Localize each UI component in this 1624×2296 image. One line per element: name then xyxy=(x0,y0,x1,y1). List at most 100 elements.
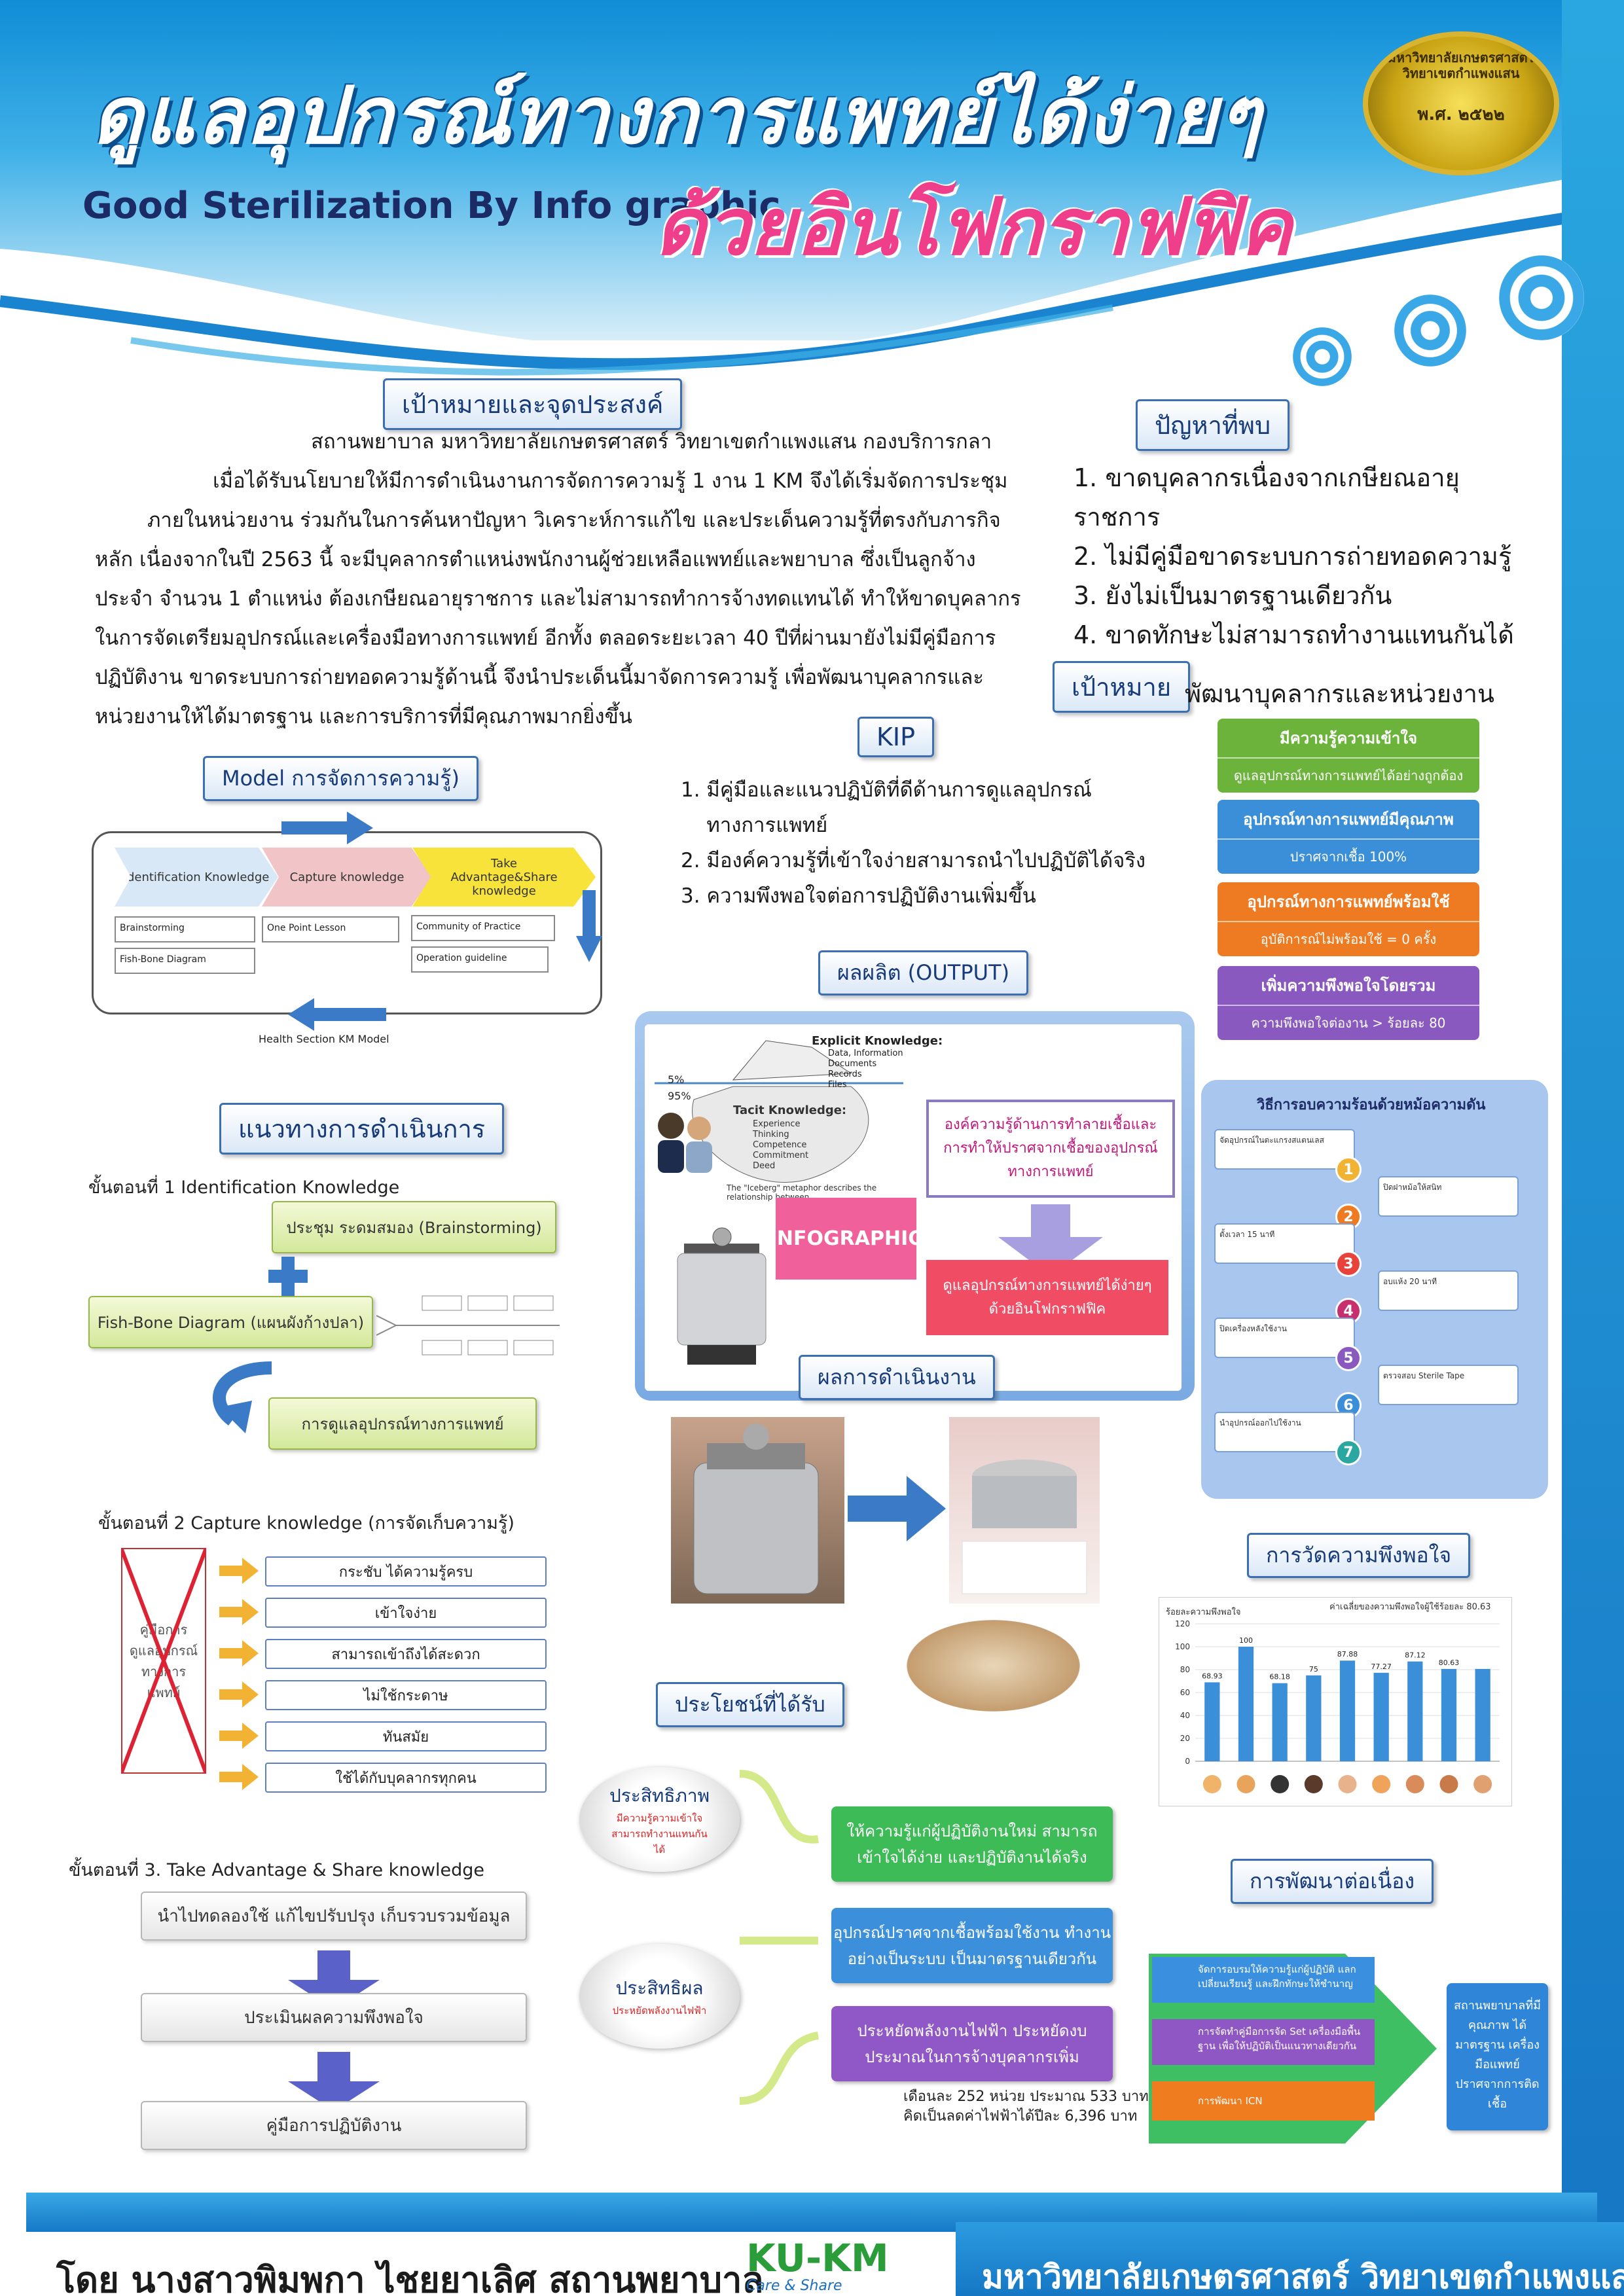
problem-item: 2. ไม่มีคู่มือขาดระบบการถ่ายทอดความรู้ xyxy=(1074,542,1512,571)
fishbone-diagram xyxy=(376,1295,560,1355)
explicit-item: Records xyxy=(828,1069,862,1079)
km-cell: One Point Lesson xyxy=(262,916,399,942)
km-cell: Fish-Bone Diagram xyxy=(115,948,255,974)
respondent-face-icon xyxy=(1338,1775,1357,1793)
arrow-right-icon xyxy=(219,1599,259,1625)
university-seal: มหาวิทยาลัยเกษตรศาสตร์ วิทยาเขตกำแพงแสน … xyxy=(1363,31,1559,175)
model-heading: Model การจัดการความรู้) xyxy=(203,756,478,801)
steam-step-number: 7 xyxy=(1335,1439,1362,1465)
goal-box: อุปกรณ์ทางการแพทย์มีคุณภาพปราศจากเชื้อ 1… xyxy=(1218,800,1479,874)
header-wave xyxy=(0,170,1624,393)
respondent-face-icon xyxy=(1372,1775,1391,1793)
objective-line: ประจำ จำนวน 1 ตำแหน่ง ต้องเกษียณอายุราชก… xyxy=(95,587,1021,611)
chart-ytick-label: 0 xyxy=(1185,1757,1190,1766)
tacit-item: Experience xyxy=(753,1119,801,1129)
capture-criteria-item: ใช้ได้กับบุคลากรทุกคน xyxy=(265,1763,547,1793)
goal-box-text: อุบัติการณ์ไม่พร้อมใช้ = 0 ครั้ง xyxy=(1260,931,1437,947)
respondent-face-icon xyxy=(1202,1775,1221,1793)
autoclave-photo-icon xyxy=(693,1424,819,1594)
km-cell: Operation guideline xyxy=(411,946,549,973)
tacit-item: Competence xyxy=(753,1140,807,1150)
chart-data-label: 68.18 xyxy=(1269,1673,1290,1681)
kip-item: 1. มีคู่มือและแนวปฏิบัติที่ดีด้านการดูแล… xyxy=(681,778,1092,802)
chart-data-label: 75 xyxy=(1309,1665,1318,1674)
result-box: ดูแลอุปกรณ์ทางการแพทย์ได้ง่ายๆ ด้วยอินโฟ… xyxy=(926,1260,1168,1335)
objective-line: ปฏิบัติงาน ขาดระบบการถ่ายทอดความรู้ด้านน… xyxy=(95,666,984,689)
arrow-right-icon xyxy=(219,1681,259,1708)
respondent-face-icon xyxy=(1236,1775,1255,1793)
arrow-right-icon xyxy=(281,812,373,844)
decor-circle-2 xyxy=(1394,295,1466,367)
capture-criteria-item: ทันสมัย xyxy=(265,1721,547,1751)
decor-circle-3 xyxy=(1293,327,1352,386)
step-3-box-2: ประเมินผลความพึงพอใจ xyxy=(141,1993,527,2042)
objective-line: เมื่อได้รับนโยบายให้มีการดำเนินงานการจัด… xyxy=(213,469,1008,493)
explicit-item: Documents xyxy=(828,1059,877,1069)
km-cell: Community of Practice xyxy=(411,915,555,941)
objective-heading: เป้าหมายและจุดประสงค์ xyxy=(383,378,683,430)
goal-box-text: ดูแลอุปกรณ์ทางการแพทย์ได้อย่างถูกต้อง xyxy=(1233,768,1464,783)
chart-ytick-label: 100 xyxy=(1175,1642,1190,1651)
sterile-tape-photo xyxy=(907,1620,1080,1712)
tacit-item: Commitment xyxy=(753,1151,809,1160)
saving-line-2: คิดเป็นลดค่าไฟฟ้าได้ปีละ 6,396 บาท xyxy=(903,2108,1138,2125)
development-item-2: การจัดทำคู่มือการจัด Set เครื่องมือพื้นฐ… xyxy=(1152,2019,1375,2065)
goal-box-title: เพิ่มความพึงพอใจโดยรวม xyxy=(1218,966,1479,1006)
chart-data-label: 100 xyxy=(1239,1636,1253,1645)
seal-year: พ.ศ. ๒๕๒๒ xyxy=(1417,105,1505,124)
poster-title-2: ด้วยอินโฟกราฟฟิค xyxy=(655,181,1292,273)
efficiency-title: ประสิทธิภาพ xyxy=(609,1785,710,1806)
approach-heading: แนวทางการดำเนินการ xyxy=(219,1103,505,1155)
kip-item: ทางการแพทย์ xyxy=(681,814,828,837)
chart-bar xyxy=(1306,1675,1322,1761)
poster-title: ดูแลอุปกรณ์ทางการแพทย์ได้ง่ายๆ xyxy=(92,69,1262,162)
capture-criteria-item: ไม่ใช้กระดาษ xyxy=(265,1680,547,1710)
steam-step-card: ตรวจสอบ Sterile Tape xyxy=(1378,1365,1519,1405)
infographic-label: INFOGRAPHIC xyxy=(770,1198,922,1280)
goal-box: มีความรู้ความเข้าใจดูแลอุปกรณ์ทางการแพทย… xyxy=(1218,719,1479,793)
respondent-face-icon xyxy=(1271,1775,1290,1793)
footer-bar xyxy=(956,2222,1624,2296)
step-3-box-1: นำไปทดลองใช้ แก้ไขปรับปรุง เก็บรวบรวมข้อ… xyxy=(141,1892,527,1941)
output-heading: ผลผลิต (OUTPUT) xyxy=(818,950,1029,996)
chart-bar xyxy=(1373,1672,1389,1761)
chart-bar xyxy=(1204,1682,1220,1761)
efficiency-text: มีความรู้ความเข้าใจ สามารถทำงานแทนกันได้ xyxy=(611,1812,708,1856)
capture-criteria-item: เข้าใจง่าย xyxy=(265,1598,547,1628)
capture-criteria-item: กระชับ ได้ความรู้ครบ xyxy=(265,1556,547,1587)
goal-box-title: มีความรู้ความเข้าใจ xyxy=(1218,719,1479,759)
goal-text: พัฒนาบุคลากรและหน่วยงาน xyxy=(1185,679,1494,708)
tacit-label: Tacit Knowledge: xyxy=(733,1103,847,1117)
chart-title: ค่าเฉลี่ยของความพึงพอใจผู้ใช้ร้อยละ 80.6… xyxy=(1329,1601,1491,1612)
chart-ytick-label: 20 xyxy=(1180,1734,1190,1743)
steam-step-number: 3 xyxy=(1335,1251,1362,1277)
curved-arrow-icon xyxy=(213,1361,272,1433)
explicit-item: Data, Information xyxy=(828,1049,903,1058)
brainstorming-box: ประชุม ระดมสมอง (Brainstorming) xyxy=(272,1201,556,1253)
respondent-face-icon xyxy=(1304,1775,1323,1793)
tacit-item: Thinking xyxy=(753,1130,789,1139)
explicit-item: Files xyxy=(828,1080,847,1090)
objective-line: หน่วยงานให้ได้มาตรฐาน และการบริการที่มีค… xyxy=(95,705,632,728)
chart-data-label: 87.88 xyxy=(1337,1650,1358,1659)
objective-line: สถานพยาบาล มหาวิทยาลัยเกษตรศาสตร์ วิทยาเ… xyxy=(311,430,992,454)
effectiveness-circle: ประสิทธิผล ประหยัดพลังงานไฟฟ้า xyxy=(579,1944,740,2049)
arrow-right-icon xyxy=(219,1723,259,1749)
satisfaction-chart: ร้อยละความพึงพอใจ ค่าเฉลี่ยของความพึงพอใ… xyxy=(1159,1597,1512,1806)
chevron-capture: Capture knowledge xyxy=(262,848,432,906)
explicit-label: Explicit Knowledge: xyxy=(812,1034,943,1048)
km-model-caption: Health Section KM Model xyxy=(259,1033,389,1045)
arrow-down-icon xyxy=(576,890,602,962)
steam-step-number: 1 xyxy=(1335,1157,1362,1183)
benefits-heading: ประโยชน์ที่ได้รับ xyxy=(656,1682,844,1727)
poster-subtitle-en: Good Sterilization By Info graphic xyxy=(82,185,781,227)
steam-step-card: ปิดฝาหม้อให้สนิท xyxy=(1378,1176,1519,1217)
step-1-label: ขั้นตอนที่ 1 Identification Knowledge xyxy=(88,1177,400,1198)
tacit-list: Experience Thinking Competence Commitmen… xyxy=(753,1119,808,1172)
kip-item: 2. มีองค์ความรู้ที่เข้าใจง่ายสามารถนำไปป… xyxy=(681,849,1146,872)
satisfaction-heading: การวัดความพึงพอใจ xyxy=(1247,1533,1471,1578)
kip-item: 3. ความพึงพอใจต่อการปฏิบัติงานเพิ่มขึ้น xyxy=(681,884,1036,908)
problem-item: 3. ยังไม่เป็นมาตรฐานเดียวกัน xyxy=(1074,581,1392,610)
goal-box-title: อุปกรณ์ทางการแพทย์พร้อมใช้ xyxy=(1218,882,1479,922)
